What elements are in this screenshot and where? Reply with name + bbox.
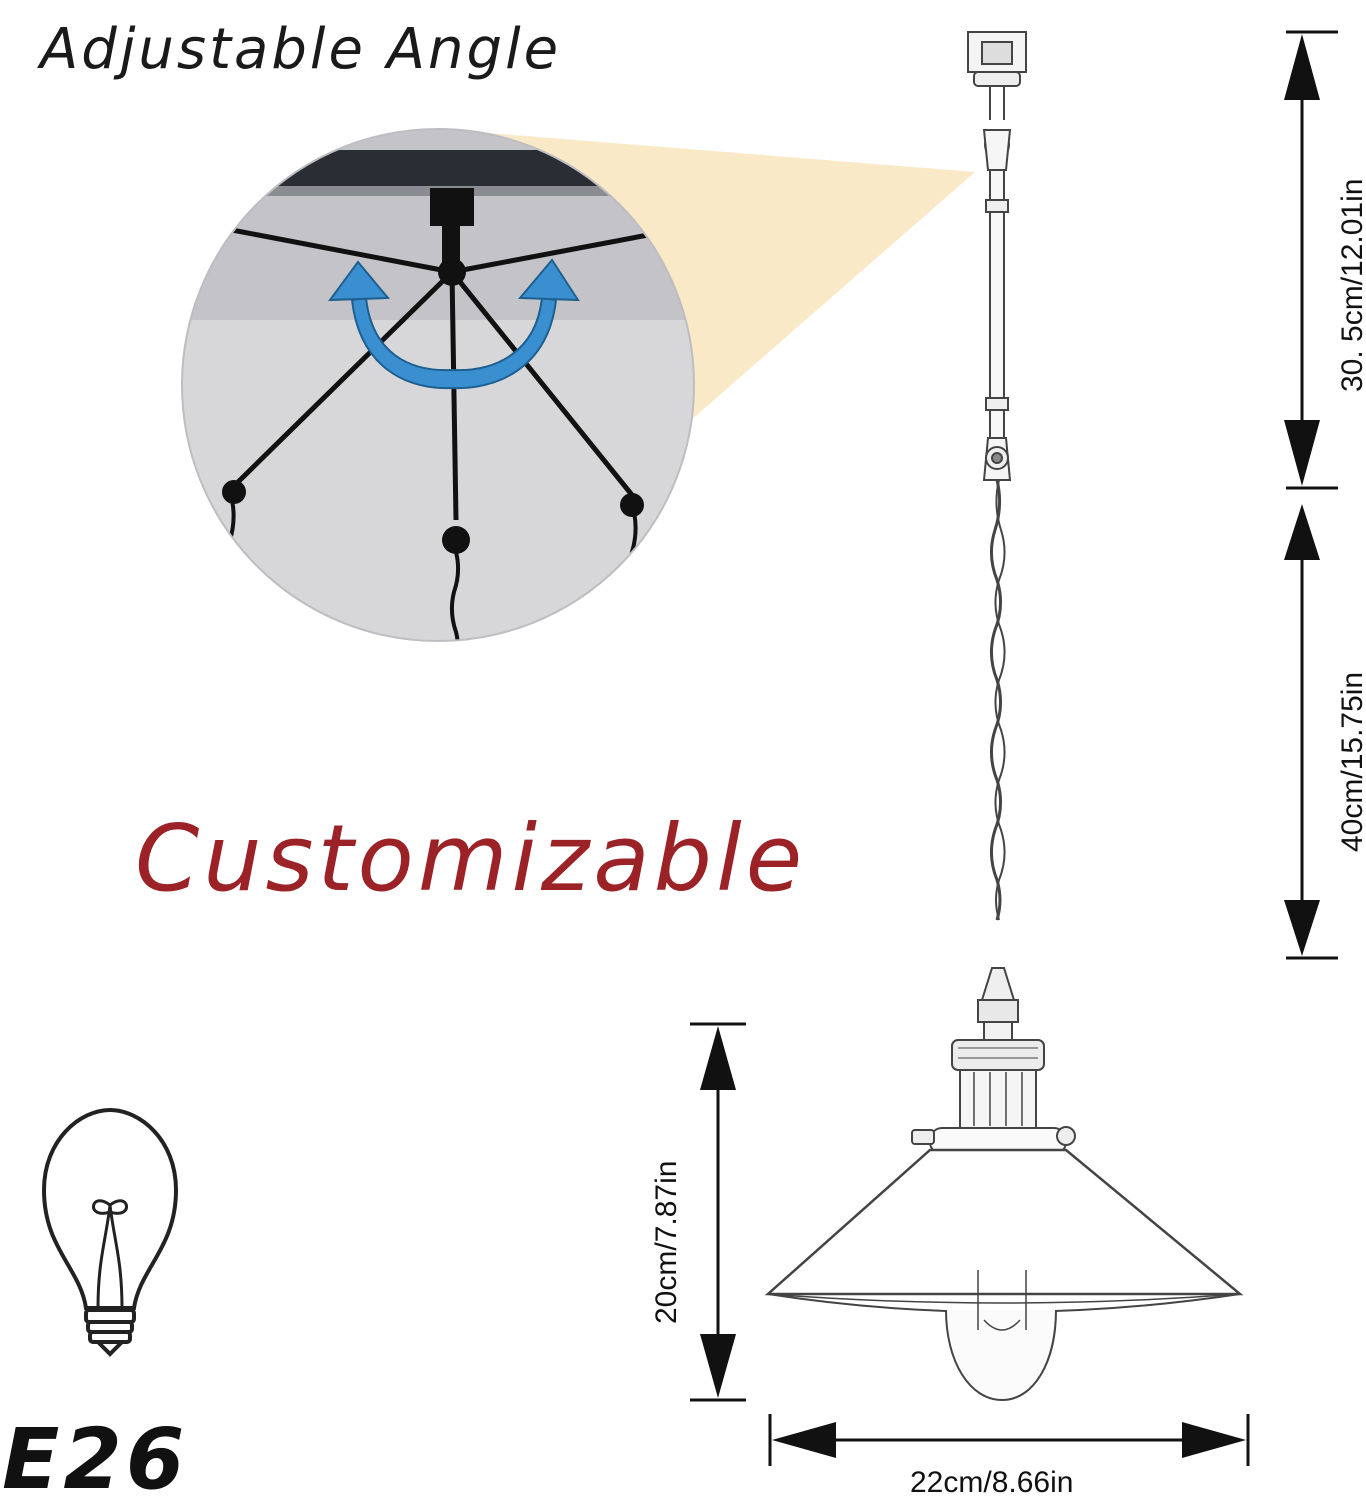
shade-width-label: 22cm/8.66in [910, 1466, 1073, 1499]
rod-length-label: 30. 5cm/12.01in [1336, 179, 1366, 392]
title-label: Adjustable Angle [37, 17, 561, 82]
dimension-rod [1284, 30, 1338, 490]
cord-length-label: 40cm/15.75in [1336, 672, 1366, 852]
dimension-cord [1284, 504, 1338, 960]
dimension-shade-width [768, 1414, 1250, 1466]
curved-double-arrow-icon [327, 258, 580, 390]
shade-height-label: 20cm/7.87in [650, 1161, 683, 1324]
lightbulb-icon [41, 1107, 179, 1357]
socket-type-label: E26 [2, 1410, 188, 1500]
customizable-label: Customizable [135, 805, 806, 912]
pendant-lamp [764, 31, 1244, 1402]
dimension-shade-height [690, 1022, 746, 1402]
